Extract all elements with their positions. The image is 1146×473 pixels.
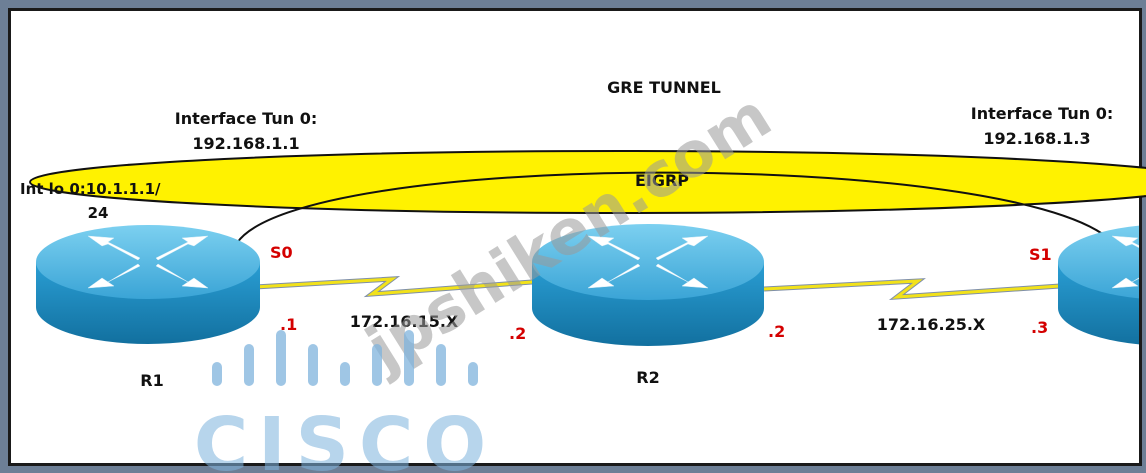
r1-host-octet: .1 [280,315,297,334]
gre-tunnel-ellipse [29,150,1146,214]
r3-host-octet: .3 [1031,318,1048,337]
r1-loopback-line2: 24 [88,204,109,222]
r1-tunnel-interface-label: Interface Tun 0: [175,109,317,128]
r2-left-octet: .2 [509,324,526,343]
serial-link-r1-r2-bolt [254,277,533,296]
gre-tunnel-title: GRE TUNNEL [607,78,721,97]
link-r1-r2-subnet: 172.16.15.X [350,312,459,331]
eigrp-label: EIGRP [635,171,689,190]
r3-serial-label: S1 [1029,245,1052,264]
r1-tunnel-interface-ip: 192.168.1.1 [192,134,299,153]
r2-name: R2 [636,368,659,387]
r3-tunnel-interface-label: Interface Tun 0: [971,104,1113,123]
link-r2-r3-subnet: 172.16.25.X [877,315,986,334]
serial-link-r2-r3-bolt [763,279,1061,299]
cisco-logo-wordmark: CISCO [194,402,496,473]
r1-name: R1 [140,371,163,390]
router-r2[interactable] [532,224,764,346]
router-r3[interactable] [1058,224,1146,346]
eigrp-arc [236,171,1109,244]
r1-serial-label: S0 [270,243,293,262]
cisco-logo-watermark: CISCO [194,330,496,473]
r3-tunnel-interface-ip: 192.168.1.3 [983,129,1090,148]
cisco-logo-bars-icon [212,330,478,386]
r2-right-octet: .2 [768,322,785,341]
router-r1[interactable] [36,225,260,344]
r1-loopback-line1: Int lo 0:10.1.1.1/ [20,180,161,198]
